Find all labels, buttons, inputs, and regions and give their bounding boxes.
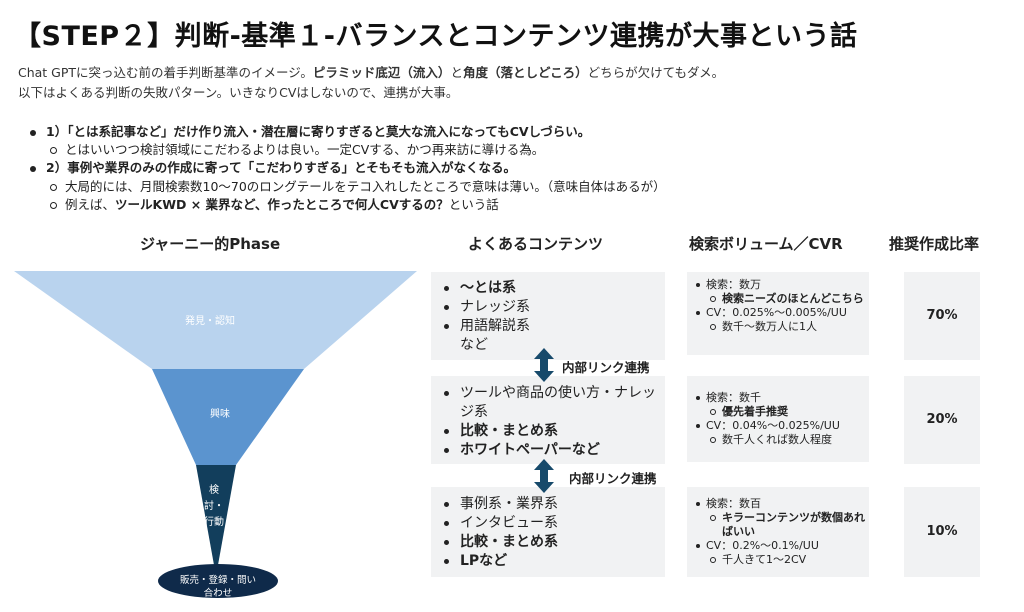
double-arrow-icon [534, 459, 554, 493]
content-list-3: 事例系・業界系 インタビュー系 比較・まとめ系 LPなど [444, 495, 659, 571]
list-item: 数千〜数万人に1人 [694, 320, 866, 334]
list-item: 検索：数百 [694, 497, 866, 511]
funnel-label-conversion: 販売・登録・問い合わせ [179, 575, 256, 599]
list-item: CV：0.025%〜0.005%/UU [694, 306, 866, 320]
content-panel-1 [431, 272, 665, 360]
bullet-2-sub-2-text: 例えば、 [65, 197, 116, 212]
ratio-value-3: 10% [926, 524, 958, 539]
ratio-panel-3 [904, 487, 980, 577]
funnel-stage-interest [152, 369, 304, 465]
list-item: 検索：数千 [694, 391, 866, 405]
list-item: LPなど [444, 552, 659, 571]
page-title: 【STEP２】判断-基準１-バランスとコンテンツ連携が大事という話 [14, 21, 858, 52]
volume-list-2: 検索：数千 優先着手推奨 CV：0.04%〜0.025%/UU 数千人くれば数人… [694, 391, 866, 447]
internal-link-label-2: 内部リンク連携 [569, 471, 657, 486]
intro-text: Chat GPTに突っ込む前の着手判断基準のイメージ。 [18, 65, 313, 80]
header-content: よくあるコンテンツ [468, 235, 604, 253]
bullet-2-sub-2-text: という話 [448, 197, 499, 212]
ratio-panel-1 [904, 272, 980, 360]
bullet-ring [50, 147, 57, 154]
ratio-value-1: 70% [926, 308, 958, 323]
volume-list-3: 検索：数百 キラーコンテンツが数個あればいい CV：0.2%〜0.1%/UU 千… [694, 497, 866, 567]
internal-link-label-1: 内部リンク連携 [562, 360, 650, 375]
volume-list-1: 検索：数万 検索ニーズのほとんどこちら CV：0.025%〜0.005%/UU … [694, 278, 866, 334]
bullet-2-text: 2）事例や業界のみの作成に寄って「こだわりすぎる」とそもそも流入がなくなる。 [46, 160, 516, 175]
volume-panel-2 [687, 376, 869, 462]
list-item: 比較・まとめ系 [444, 533, 659, 552]
list-item: ナレッジ系 [444, 298, 659, 317]
ratio-panel-2 [904, 376, 980, 464]
intro-bold-angle: 角度（落としどころ） [462, 65, 588, 80]
list-item: など [460, 337, 488, 353]
list-item: 検索：数万 [694, 278, 866, 292]
bullet-2-sub-2-bold: ツールKWD × 業界など、作ったところで何人CVするの？ [115, 197, 449, 212]
list-item: 〜とは系 [444, 279, 659, 298]
bullet-1-sub: とはいいつつ検討領域にこだわるよりは良い。一定CVする、かつ再来訪に導ける為。 [50, 139, 544, 158]
funnel-label-consideration: 検討・行動 [204, 485, 224, 528]
list-item: CV：0.04%〜0.025%/UU [694, 419, 866, 433]
bullet-dot [30, 165, 36, 172]
bullet-1-text: 1）「とは系記事など」だけ作り流入・潜在層に寄りすぎると莫大な流入になってもCV… [46, 124, 591, 139]
content-list-2: ツールや商品の使い方・ナレッジ系 比較・まとめ系 ホワイトペーパーなど [444, 384, 659, 460]
ratio-value-2: 20% [926, 412, 958, 427]
volume-panel-3 [687, 487, 869, 577]
bullet-2: 2）事例や業界のみの作成に寄って「こだわりすぎる」とそもそも流入がなくなる。 [30, 157, 516, 176]
bullet-1: 1）「とは系記事など」だけ作り流入・潜在層に寄りすぎると莫大な流入になってもCV… [30, 121, 590, 140]
intro-line-2: 以下はよくある判断の失敗パターン。いきなりCVはしないので、連携が大事。 [18, 85, 459, 100]
double-arrow-icon [534, 348, 554, 382]
list-item: 数千人くれば数人程度 [694, 433, 866, 447]
bullet-2-sub-1-text: 大局的には、月間検索数10〜70のロングテールをテコ入れしたところで意味は薄い。… [65, 179, 666, 194]
list-item: 比較・まとめ系 [444, 422, 659, 441]
bullet-ring [50, 184, 57, 191]
bullet-ring [50, 202, 57, 209]
list-item: 優先着手推奨 [694, 405, 866, 419]
bullet-2-sub-2: 例えば、ツールKWD × 業界など、作ったところで何人CVするの？という話 [50, 194, 499, 213]
content-panel-2 [431, 376, 665, 464]
list-item: キラーコンテンツが数個あればいい [694, 511, 866, 539]
bullet-dot [30, 129, 36, 136]
volume-panel-1 [687, 272, 869, 355]
header-ratio: 推奨作成比率 [889, 235, 980, 253]
content-panel-3 [431, 487, 665, 577]
bullet-2-sub-1: 大局的には、月間検索数10〜70のロングテールをテコ入れしたところで意味は薄い。… [50, 176, 666, 195]
funnel-label-discovery: 発見・認知 [185, 316, 235, 327]
intro-line-1: Chat GPTに突っ込む前の着手判断基準のイメージ。ピラミッド底辺（流入）と角… [18, 62, 724, 81]
content-list-1: 〜とは系 ナレッジ系 用語解説系 など [444, 279, 659, 355]
funnel-stage-consideration [196, 465, 236, 565]
list-item: 事例系・業界系 [444, 495, 659, 514]
intro-bold-base: ピラミッド底辺（流入） [312, 65, 451, 80]
list-item: CV：0.2%〜0.1%/UU [694, 539, 866, 553]
list-item: ホワイトペーパーなど [444, 441, 659, 460]
intro-text: どちらが欠けてもダメ。 [587, 65, 725, 80]
funnel-label-interest: 興味 [210, 409, 230, 420]
funnel-stage-discovery [14, 271, 417, 369]
list-item: ツールや商品の使い方・ナレッジ系 [444, 384, 659, 422]
header-volume: 検索ボリューム／CVR [689, 235, 843, 253]
list-item: 千人きて1〜2CV [694, 553, 866, 567]
list-item: インタビュー系 [444, 514, 659, 533]
header-phase: ジャーニー的Phase [140, 235, 281, 253]
bullet-1-sub-text: とはいいつつ検討領域にこだわるよりは良い。一定CVする、かつ再来訪に導ける為。 [65, 142, 545, 157]
list-item: 検索ニーズのほとんどこちら [694, 292, 866, 306]
list-item: 用語解説系 [444, 317, 659, 336]
intro-text: と [450, 65, 463, 80]
journey-funnel [14, 271, 417, 598]
funnel-stage-conversion [158, 564, 278, 598]
